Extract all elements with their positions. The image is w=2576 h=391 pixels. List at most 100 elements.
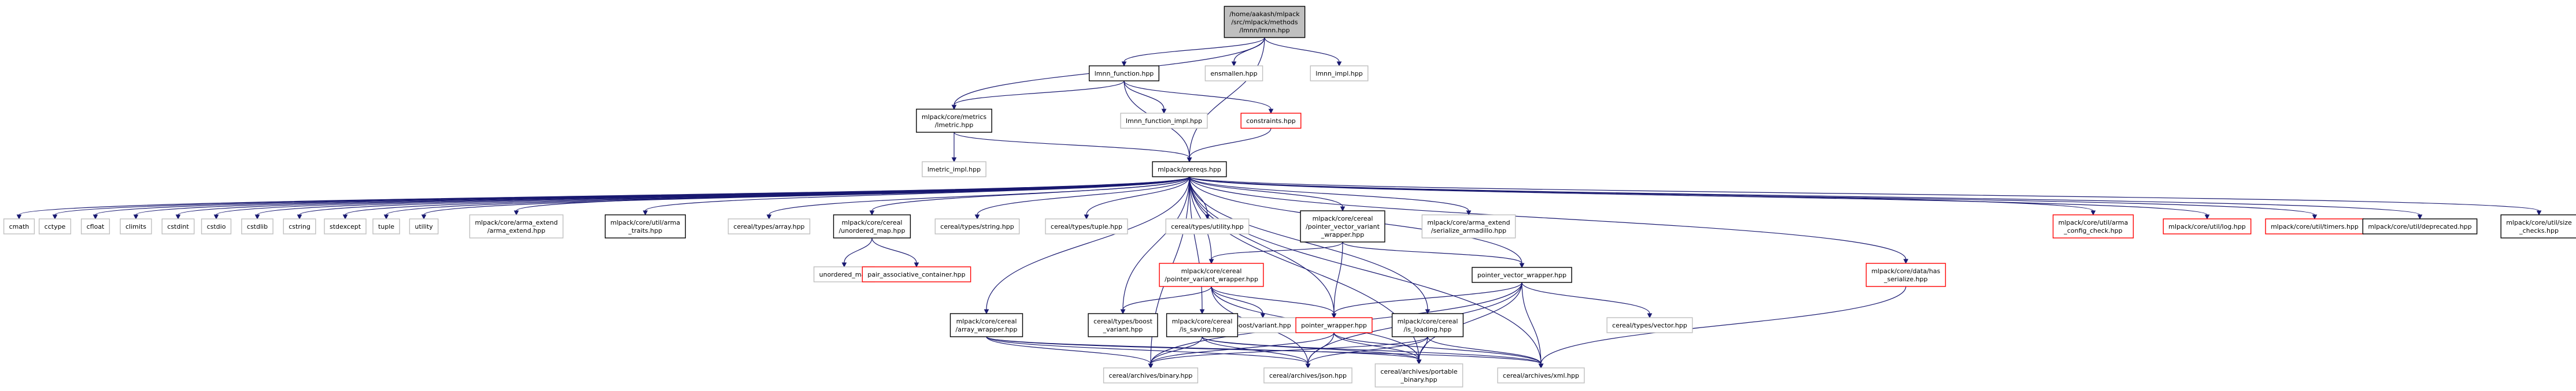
node-box (1300, 210, 1385, 243)
edge-line (1211, 286, 1335, 314)
node-label: mlpack/core/util/arma (2058, 219, 2128, 226)
file-node-constraints[interactable]: constraints.hpp (1240, 113, 1302, 129)
file-node-cstring[interactable]: cstring (283, 218, 316, 234)
edge-arrowhead (513, 210, 519, 216)
node-label: cstdlib (247, 223, 268, 230)
file-node-pvvw[interactable]: mlpack/core/cereal/pointer_vector_varian… (1300, 210, 1385, 243)
node-label: stdexcept (330, 223, 361, 230)
edge-arrowhead (1208, 259, 1214, 265)
edge-arrowhead (1425, 309, 1431, 315)
file-node-log[interactable]: mlpack/core/util/log.hpp (2163, 218, 2252, 234)
file-node-utility[interactable]: utility (409, 218, 439, 234)
node-box (38, 218, 72, 234)
edge-arrowhead (1084, 214, 1089, 220)
file-node-arma-extend[interactable]: mlpack/core/arma_extend/arma_extend.hpp (469, 214, 564, 239)
file-node-lmnn-function[interactable]: lmnn_function.hpp (1089, 65, 1159, 81)
file-node-boost-variant[interactable]: boost/variant.hpp (1229, 317, 1297, 333)
edge-line (1123, 37, 1265, 62)
file-node-pair-assoc[interactable]: pair_associative_container.hpp (862, 266, 971, 282)
file-node-cstdlib[interactable]: cstdlib (241, 218, 274, 234)
node-box (1103, 367, 1199, 383)
file-node-tuple[interactable]: tuple (372, 218, 400, 234)
file-node-unordered-map-hpp[interactable]: mlpack/core/cereal/unordered_map.hpp (833, 214, 911, 239)
file-node-lmnn-impl[interactable]: lmnn_impl.hpp (1310, 65, 1369, 81)
file-node-lmetric-impl[interactable]: lmetric_impl.hpp (922, 161, 986, 177)
file-node-serialize-armadillo[interactable]: mlpack/core/arma_extend/serialize_armadi… (1421, 214, 1516, 239)
node-label: mlpack/core/cereal (1181, 267, 1242, 275)
node-box (1165, 218, 1250, 234)
dependency-edge (951, 80, 1125, 110)
edge-line (1150, 336, 1203, 364)
dependency-edge (1211, 286, 1337, 319)
dependency-edge (1123, 80, 1167, 114)
file-node-cereal-tuple[interactable]: cereal/types/tuple.hpp (1045, 218, 1128, 234)
file-node-pvw[interactable]: mlpack/core/cereal/pointer_variant_wrapp… (1159, 263, 1264, 287)
edge-line (645, 176, 1190, 211)
file-node-cstdio[interactable]: cstdio (201, 218, 232, 234)
edge-line (986, 336, 1309, 364)
node-box (324, 218, 367, 234)
file-node-deprecated[interactable]: mlpack/core/util/deprecated.hpp (2362, 218, 2478, 234)
node-label: _wrapper.hpp (1321, 231, 1364, 239)
file-node-prereqs[interactable]: mlpack/prereqs.hpp (1152, 161, 1227, 177)
node-box (916, 109, 992, 133)
dependency-edge (984, 176, 1190, 315)
edge-arrowhead (342, 214, 348, 220)
dependency-edge (1333, 332, 1422, 365)
edge-line (1189, 176, 1212, 260)
edge-line (423, 176, 1190, 215)
file-node-pointer-vector-wrapper[interactable]: pointer_vector_wrapper.hpp (1472, 267, 1572, 283)
node-box (1152, 161, 1227, 177)
file-node-arma-traits[interactable]: mlpack/core/util/arma_traits.hpp (604, 214, 686, 239)
file-node-cereal-string[interactable]: cereal/types/string.hpp (934, 218, 1020, 234)
file-node-cctype[interactable]: cctype (38, 218, 72, 234)
node-box (372, 218, 400, 234)
file-node-is-loading[interactable]: mlpack/core/cereal/is_loading.hpp (1391, 313, 1464, 337)
node-box (241, 218, 274, 234)
file-node-ensmallen[interactable]: ensmallen.hpp (1204, 65, 1263, 81)
file-node-json[interactable]: cereal/archives/json.hpp (1263, 367, 1352, 383)
node-label: cereal/types/utility.hpp (1171, 223, 1244, 230)
node-box (934, 218, 1020, 234)
node-label: mlpack/core/cereal (1172, 318, 1233, 325)
file-node-size-checks[interactable]: mlpack/core/util/size_checks.hpp (2500, 214, 2576, 239)
file-node-is-saving[interactable]: mlpack/core/cereal/is_saving.hpp (1166, 313, 1239, 337)
file-node-cereal-utility[interactable]: cereal/types/utility.hpp (1165, 218, 1250, 234)
file-node-lmnn[interactable]: /home/aakash/mlpack/src/mlpack/methods/l… (1224, 6, 1306, 38)
file-node-pointer-wrapper[interactable]: pointer_wrapper.hpp (1295, 317, 1373, 333)
node-label: climits (125, 223, 146, 230)
file-node-arma-config-check[interactable]: mlpack/core/util/arma_config_check.hpp (2052, 214, 2134, 239)
file-node-cereal-boost-variant[interactable]: cereal/types/boost_variant.hpp (1088, 313, 1158, 337)
node-box (1120, 113, 1208, 129)
dependency-edge (1189, 176, 2318, 220)
edge-line (977, 176, 1190, 215)
edge-line (1189, 176, 2540, 211)
edge-line (986, 176, 1190, 310)
file-node-timers[interactable]: mlpack/core/util/timers.hpp (2265, 218, 2364, 234)
file-node-xml[interactable]: cereal/archives/xml.hpp (1497, 367, 1585, 383)
dependency-edge (1189, 176, 2210, 220)
file-node-binary[interactable]: cereal/archives/binary.hpp (1103, 367, 1199, 383)
node-label: mlpack/core/metrics (922, 113, 987, 121)
file-node-cmath[interactable]: cmath (3, 218, 35, 234)
node-box (1159, 263, 1264, 287)
file-node-has-serialize[interactable]: mlpack/core/data/has_serialize.hpp (1865, 263, 1946, 287)
edge-arrowhead (1903, 259, 1909, 265)
file-node-array-wrapper[interactable]: mlpack/core/cereal/array_wrapper.hpp (949, 313, 1023, 337)
node-label: unordered_map (819, 271, 870, 278)
file-node-cereal-vector[interactable]: cereal/types/vector.hpp (1606, 317, 1693, 333)
node-box (2362, 218, 2478, 234)
node-box (1045, 218, 1128, 234)
dependency-edge (1189, 176, 1346, 212)
file-node-cstdint[interactable]: cstdint (161, 218, 195, 234)
file-node-stdexcept[interactable]: stdexcept (324, 218, 367, 234)
node-label: constraints.hpp (1246, 117, 1296, 125)
edge-line (1189, 176, 1203, 310)
file-node-cereal-array[interactable]: cereal/types/array.hpp (727, 218, 811, 234)
file-node-lmnn-function-impl[interactable]: lmnn_function_impl.hpp (1120, 113, 1208, 129)
file-node-lmetric[interactable]: mlpack/core/metrics/lmetric.hpp (916, 109, 992, 133)
dependency-edge (1120, 286, 1212, 315)
file-node-portable-binary[interactable]: cereal/archives/portable_binary.hpp (1374, 363, 1463, 388)
file-node-climits[interactable]: climits (120, 218, 152, 234)
file-node-cfloat[interactable]: cfloat (80, 218, 110, 234)
